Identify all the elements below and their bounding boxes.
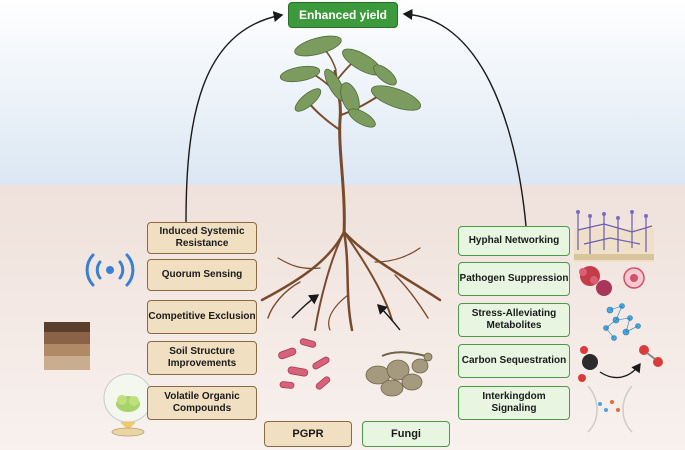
arrow-right-to-yield: [402, 8, 527, 227]
mycelium-network-icon: [574, 210, 654, 262]
fungi-icon: [365, 351, 433, 397]
mechanism-label: Soil Structure Improvements: [167, 346, 237, 369]
mechanism-label: Carbon Sequestration: [461, 355, 567, 366]
signaling-cell-icon: [587, 385, 633, 433]
fungi-label: Fungi: [391, 428, 421, 440]
plant-roots: [260, 230, 442, 332]
plant-leaves: [279, 35, 422, 128]
mechanism-label: Stress-Alleviating Metabolites: [471, 308, 557, 331]
arrow-pgpr-to-root: [291, 294, 320, 319]
box-volatile-organic-compounds: Volatile Organic Compounds: [147, 386, 257, 420]
box-induced-systemic-resistance: Induced Systemic Resistance: [147, 222, 257, 254]
box-pathogen-suppression: Pathogen Suppression: [458, 262, 570, 296]
arrow-left-to-yield: [185, 11, 284, 223]
co2-cycle-icon: [578, 345, 663, 382]
box-stress-alleviating-metabolites: Stress-Alleviating Metabolites: [458, 303, 570, 337]
mechanism-label: Interkingdom Signaling: [482, 391, 546, 414]
mechanism-label: Pathogen Suppression: [459, 273, 569, 284]
box-hyphal-networking: Hyphal Networking: [458, 226, 570, 256]
mechanism-label: Induced Systemic Resistance: [159, 226, 245, 249]
fungi-box: Fungi: [362, 421, 450, 447]
box-soil-structure-improvements: Soil Structure Improvements: [147, 341, 257, 375]
box-carbon-sequestration: Carbon Sequestration: [458, 344, 570, 378]
box-quorum-sensing: Quorum Sensing: [147, 259, 257, 291]
pgpr-box: PGPR: [264, 421, 352, 447]
arrow-fungi-to-root: [377, 304, 401, 331]
bacteria-icon: [278, 338, 331, 390]
pgpr-label: PGPR: [292, 428, 324, 440]
box-interkingdom-signaling: Interkingdom Signaling: [458, 386, 570, 420]
mechanism-label: Hyphal Networking: [468, 235, 560, 246]
mechanism-label: Volatile Organic Compounds: [164, 391, 240, 414]
mechanism-label: Competitive Exclusion: [148, 311, 256, 322]
soil-layers-icon: [44, 322, 90, 370]
wifi-signal-icon: [85, 253, 135, 287]
box-competitive-exclusion: Competitive Exclusion: [147, 300, 257, 334]
pathogen-icon: [579, 266, 645, 296]
metabolite-molecule-icon: [603, 303, 641, 341]
enhanced-yield-label: Enhanced yield: [298, 8, 388, 22]
mechanism-label: Quorum Sensing: [161, 269, 243, 280]
voc-flask-icon: [103, 373, 153, 437]
enhanced-yield-box: Enhanced yield: [288, 2, 398, 28]
